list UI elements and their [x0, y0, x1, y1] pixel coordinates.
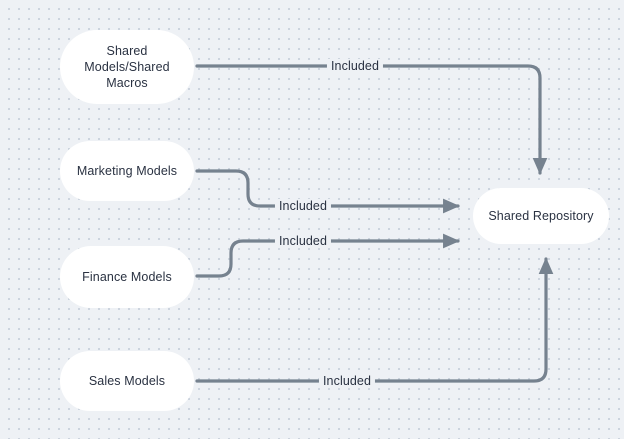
- node-sales-models[interactable]: Sales Models: [60, 351, 194, 411]
- node-label: Sales Models: [88, 374, 166, 388]
- node-shared-repository[interactable]: Shared Repository: [473, 188, 609, 244]
- edge-label-shared-models: Included: [326, 59, 384, 73]
- edge-path-sales-models: [195, 257, 554, 383]
- edge-label-finance-models: Included: [274, 234, 332, 248]
- node-label-line-1: Shared: [106, 44, 148, 58]
- node-label: Finance Models: [82, 270, 172, 284]
- edge-label-sales-models: Included: [318, 374, 376, 388]
- node-shared-models-shared-macros[interactable]: Shared Models/Shared Macros: [60, 30, 194, 104]
- node-label: Marketing Models: [76, 164, 178, 178]
- edge-path-finance-models: [195, 233, 460, 278]
- node-marketing-models[interactable]: Marketing Models: [60, 141, 194, 201]
- node-label-line-3: Macros: [106, 76, 148, 90]
- node-finance-models[interactable]: Finance Models: [60, 246, 194, 308]
- edge-path-shared-models: [195, 64, 548, 175]
- node-label: Shared Repository: [488, 209, 594, 223]
- node-label-line-2: Models/Shared: [84, 60, 170, 74]
- edge-label-marketing-models: Included: [274, 199, 332, 213]
- edge-path-marketing-models: [195, 169, 460, 214]
